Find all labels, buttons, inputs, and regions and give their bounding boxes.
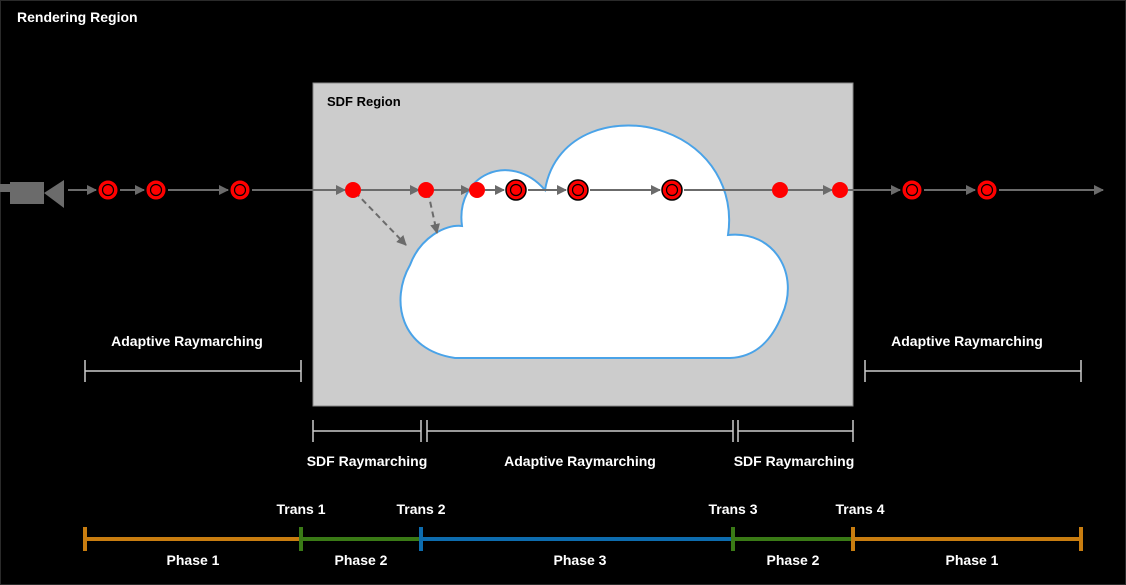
- upper-segment-label-right: Adaptive Raymarching: [891, 333, 1043, 349]
- phase-label-1: Phase 1: [167, 552, 220, 568]
- adaptive-sample: [901, 179, 923, 201]
- adaptive-sample: [976, 179, 998, 201]
- phase-label-2: Phase 2: [335, 552, 388, 568]
- upper-segment-label-left: Adaptive Raymarching: [111, 333, 263, 349]
- adaptive-sample: [567, 179, 589, 201]
- transition-label-2: Trans 2: [396, 501, 445, 517]
- phase-label-5: Phase 1: [946, 552, 999, 568]
- sdf-distance-probes: [354, 191, 440, 246]
- lower-bracket-sdf-right: [737, 420, 854, 442]
- lower-bracket-adaptive: [426, 420, 734, 442]
- adaptive-samples: [97, 179, 998, 201]
- lower-bracket-sdf-left: [312, 420, 422, 442]
- adaptive-sample: [505, 179, 527, 201]
- phase-label-3: Phase 3: [554, 552, 607, 568]
- sdf-sample: [772, 182, 788, 198]
- rendering-region-title: Rendering Region: [17, 9, 138, 25]
- camera-icon: [0, 180, 64, 208]
- adaptive-sample: [145, 179, 167, 201]
- adaptive-sample: [229, 179, 251, 201]
- lower-segment-label-sdf-left: SDF Raymarching: [307, 453, 428, 469]
- adaptive-sample: [661, 179, 683, 201]
- upper-bracket-left: [84, 360, 302, 382]
- transition-label-4: Trans 4: [835, 501, 884, 517]
- upper-bracket-right: [864, 360, 1082, 382]
- sdf-region-label: SDF Region: [327, 94, 401, 109]
- cloud-shape: [399, 124, 789, 359]
- sdf-sample: [418, 182, 434, 198]
- phase-label-4: Phase 2: [767, 552, 820, 568]
- phase-timeline: [83, 527, 1083, 551]
- adaptive-sample: [97, 179, 119, 201]
- sdf-sample: [345, 182, 361, 198]
- sdf-sample: [832, 182, 848, 198]
- transition-label-1: Trans 1: [276, 501, 325, 517]
- lower-segment-label-adaptive: Adaptive Raymarching: [504, 453, 656, 469]
- transition-label-3: Trans 3: [708, 501, 757, 517]
- sdf-samples: [345, 182, 848, 198]
- sdf-sample: [469, 182, 485, 198]
- lower-segment-label-sdf-right: SDF Raymarching: [734, 453, 855, 469]
